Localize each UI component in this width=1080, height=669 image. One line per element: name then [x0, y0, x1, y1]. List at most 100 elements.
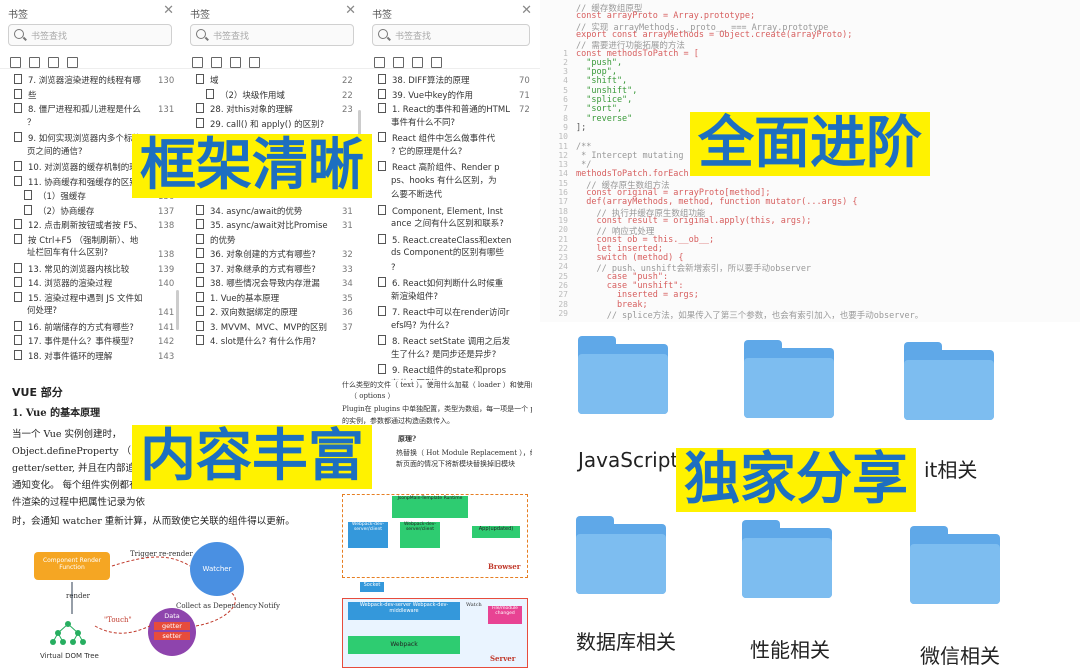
- bookmark-item[interactable]: （1）强缓存: [24, 190, 86, 203]
- bookmark-item[interactable]: 3. MVVM、MVC、MVP的区别: [196, 320, 327, 334]
- bookmark-item[interactable]: 29. call() 和 apply() 的区别?: [196, 117, 324, 131]
- bookmark-item[interactable]: 些: [14, 88, 37, 102]
- add-bookmark-icon[interactable]: [48, 57, 59, 68]
- bookmark-icon[interactable]: [431, 57, 442, 68]
- bookmark-item[interactable]: 18. 对事件循环的理解: [14, 349, 112, 363]
- close-icon[interactable]: ✕: [345, 3, 356, 18]
- bookmark-item[interactable]: 事件有什么不同?: [391, 118, 455, 129]
- bookmark-item[interactable]: 7. 浏览器渲染进程的线程有哪: [14, 74, 141, 87]
- collapse-icon[interactable]: [393, 57, 404, 68]
- bookmark-icon[interactable]: [67, 57, 78, 68]
- panel-title: 书签: [190, 10, 210, 21]
- bookmark-item[interactable]: 34. async/await的优势: [196, 204, 302, 218]
- bookmark-item[interactable]: ？: [27, 118, 36, 129]
- bookmark-item[interactable]: 有什么区别?: [391, 379, 438, 381]
- bookmark-text: React 组件中怎么做事件代: [392, 134, 496, 144]
- collapse-icon[interactable]: [29, 57, 40, 68]
- expand-icon[interactable]: [374, 57, 385, 68]
- bookmark-icon: [378, 364, 386, 374]
- folder-icon[interactable]: [576, 516, 666, 594]
- bookmark-item[interactable]: 16. 前端储存的方式有哪些?: [14, 320, 134, 334]
- bookmark-search-input[interactable]: 书签查找: [8, 24, 172, 46]
- bookmark-item[interactable]: 39. Vue中key的作用: [378, 88, 473, 102]
- bookmark-item[interactable]: 38. 哪些情况会导致内存泄漏: [196, 277, 320, 290]
- bookmark-item[interactable]: ance 之间有什么区别和联系?: [391, 219, 504, 230]
- bookmark-item[interactable]: 8. React setState 调用之后发: [378, 335, 510, 348]
- bookmark-item[interactable]: 10. 对浏览器的缓存机制的理解: [14, 161, 146, 174]
- folder-label-javascript[interactable]: JavaScript: [578, 448, 679, 472]
- collect-label: Collect as Dependency: [176, 602, 258, 610]
- bookmark-item[interactable]: 13. 常见的浏览器内核比较: [14, 262, 129, 276]
- bookmark-item[interactable]: ? 它的原理是什么?: [391, 147, 462, 158]
- bookmark-item[interactable]: 新渲染组件?: [391, 292, 438, 303]
- scrollbar[interactable]: [176, 290, 179, 330]
- bookmark-icon[interactable]: [249, 57, 260, 68]
- bookmark-item[interactable]: 36. 对象创建的方式有哪些?: [196, 248, 316, 261]
- bookmark-item[interactable]: 28. 对this对象的理解: [196, 103, 293, 116]
- bookmark-item[interactable]: ds Component的区别有哪些: [391, 248, 504, 259]
- folder-icon[interactable]: [904, 342, 994, 420]
- bookmark-item[interactable]: 37. 对象继承的方式有哪些?: [196, 262, 316, 276]
- bookmark-item[interactable]: （2）协商缓存: [24, 204, 94, 218]
- vdom-label: Virtual DOM Tree: [40, 652, 99, 660]
- bookmark-item[interactable]: （2）块级作用域: [206, 88, 285, 102]
- bookmark-icon: [378, 74, 386, 84]
- folder-label-database[interactable]: 数据库相关: [576, 630, 676, 654]
- bookmark-item[interactable]: 生了什么? 是同步还是异步?: [391, 350, 496, 361]
- touch-label: "Touch": [104, 616, 132, 624]
- bookmark-item[interactable]: 何处理?: [27, 306, 57, 317]
- bookmark-item[interactable]: 么要不断迭代: [391, 190, 442, 201]
- bookmark-item[interactable]: 2. 双向数据绑定的原理: [196, 306, 297, 319]
- bookmark-item[interactable]: 9. 如何实现浏览器内多个标签: [14, 132, 141, 145]
- bookmark-item[interactable]: 按 Ctrl+F5 （强制刷新）、地: [14, 233, 138, 247]
- bookmark-item[interactable]: 8. 僵尸进程和孤儿进程是什么: [14, 103, 141, 116]
- line-number: 15: [558, 178, 568, 188]
- bookmark-item[interactable]: React 组件中怎么做事件代: [378, 132, 495, 145]
- paragraph-line: 当一个 Vue 实例创建时，: [12, 429, 122, 440]
- expand-icon[interactable]: [10, 57, 21, 68]
- bookmark-search-input[interactable]: 书签查找: [372, 24, 530, 46]
- add-bookmark-icon[interactable]: [412, 57, 423, 68]
- folder-label-wechat[interactable]: 微信相关: [920, 644, 1000, 668]
- bookmark-item[interactable]: 12. 点击刷新按钮或者按 F5、: [14, 219, 142, 232]
- folder-label-it[interactable]: it相关: [924, 458, 978, 482]
- bookmark-item[interactable]: 35. async/await对比Promise: [196, 219, 328, 232]
- bookmark-item[interactable]: 6. React如何判断什么时候重: [378, 277, 503, 290]
- bookmark-item[interactable]: Component, Element, Inst: [378, 204, 503, 218]
- bookmark-text: ps、hooks 有什么区别，为: [391, 175, 497, 186]
- close-icon[interactable]: ✕: [163, 3, 174, 18]
- bookmark-item[interactable]: 15. 渲染过程中遇到 JS 文件如: [14, 291, 143, 305]
- bookmark-search-input[interactable]: 书签查找: [190, 24, 354, 46]
- bookmark-item[interactable]: 1. React的事件和普通的HTML: [378, 103, 510, 116]
- bookmark-item[interactable]: 址栏回车有什么区别?: [27, 248, 108, 259]
- bookmark-item[interactable]: 9. React组件的state和props: [378, 364, 506, 377]
- divider: [182, 68, 364, 69]
- bookmark-item[interactable]: 17. 事件是什么？事件模型?: [14, 335, 134, 348]
- bookmark-item[interactable]: 的优势: [196, 233, 236, 247]
- bookmark-item[interactable]: 1. Vue的基本原理: [196, 291, 279, 305]
- bookmark-item[interactable]: efs吗? 为什么?: [391, 321, 449, 332]
- folder-icon[interactable]: [744, 340, 834, 418]
- bookmark-item[interactable]: 域: [196, 74, 219, 87]
- bookmark-item[interactable]: 14. 浏览器的渲染过程: [14, 277, 112, 290]
- bookmark-item[interactable]: 38. DIFF算法的原理: [378, 74, 470, 87]
- folder-icon[interactable]: [742, 520, 832, 598]
- bookmark-item[interactable]: ps、hooks 有什么区别，为: [391, 176, 497, 187]
- close-icon[interactable]: ✕: [521, 3, 532, 18]
- add-bookmark-icon[interactable]: [230, 57, 241, 68]
- bookmark-item[interactable]: 4. slot是什么? 有什么作用?: [196, 335, 316, 348]
- bookmark-item[interactable]: React 高阶组件、Render p: [378, 161, 500, 174]
- bookmark-item[interactable]: 5. React.createClass和exten: [378, 233, 511, 247]
- folder-icon[interactable]: [910, 526, 1000, 604]
- bookmark-item[interactable]: 7. React中可以在render访问r: [378, 306, 509, 319]
- scrollbar[interactable]: [358, 110, 361, 150]
- bookmark-icon: [196, 291, 204, 302]
- folder-label-performance[interactable]: 性能相关: [750, 638, 830, 662]
- folder-icon[interactable]: [578, 336, 668, 414]
- expand-icon[interactable]: [192, 57, 203, 68]
- bookmark-item[interactable]: 页之间的通信?: [27, 147, 83, 158]
- bookmark-item[interactable]: 11. 协商缓存和强缓存的区别: [14, 175, 138, 189]
- bookmark-item[interactable]: ?: [391, 263, 396, 274]
- collapse-icon[interactable]: [211, 57, 222, 68]
- bookmark-page-number: 131: [158, 105, 175, 115]
